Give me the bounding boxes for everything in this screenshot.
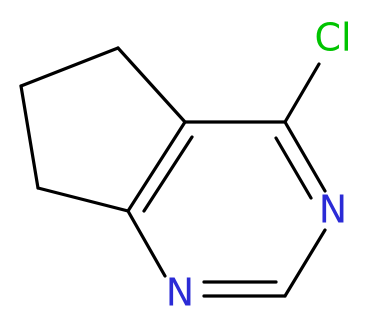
atom-nitrogen-3: N (319, 188, 347, 232)
bond-n3-c2 (283, 228, 327, 298)
bond-c4-n3 (283, 120, 327, 193)
bond-n1-c7a (126, 209, 167, 278)
bond-c4a-c7a (126, 120, 187, 213)
bond-c4a-c7a-double (142, 135, 194, 213)
atom-chlorine: Cl (314, 16, 351, 60)
bond-c6-c7 (19, 84, 40, 190)
bond-c4-n3-double (274, 136, 313, 200)
atom-nitrogen-1: N (166, 271, 194, 315)
bond-c4-cl (283, 62, 321, 124)
bond-c5-c6 (19, 46, 120, 88)
bond-c7-c7a (36, 186, 130, 213)
bond-c5-c4a (116, 46, 187, 124)
